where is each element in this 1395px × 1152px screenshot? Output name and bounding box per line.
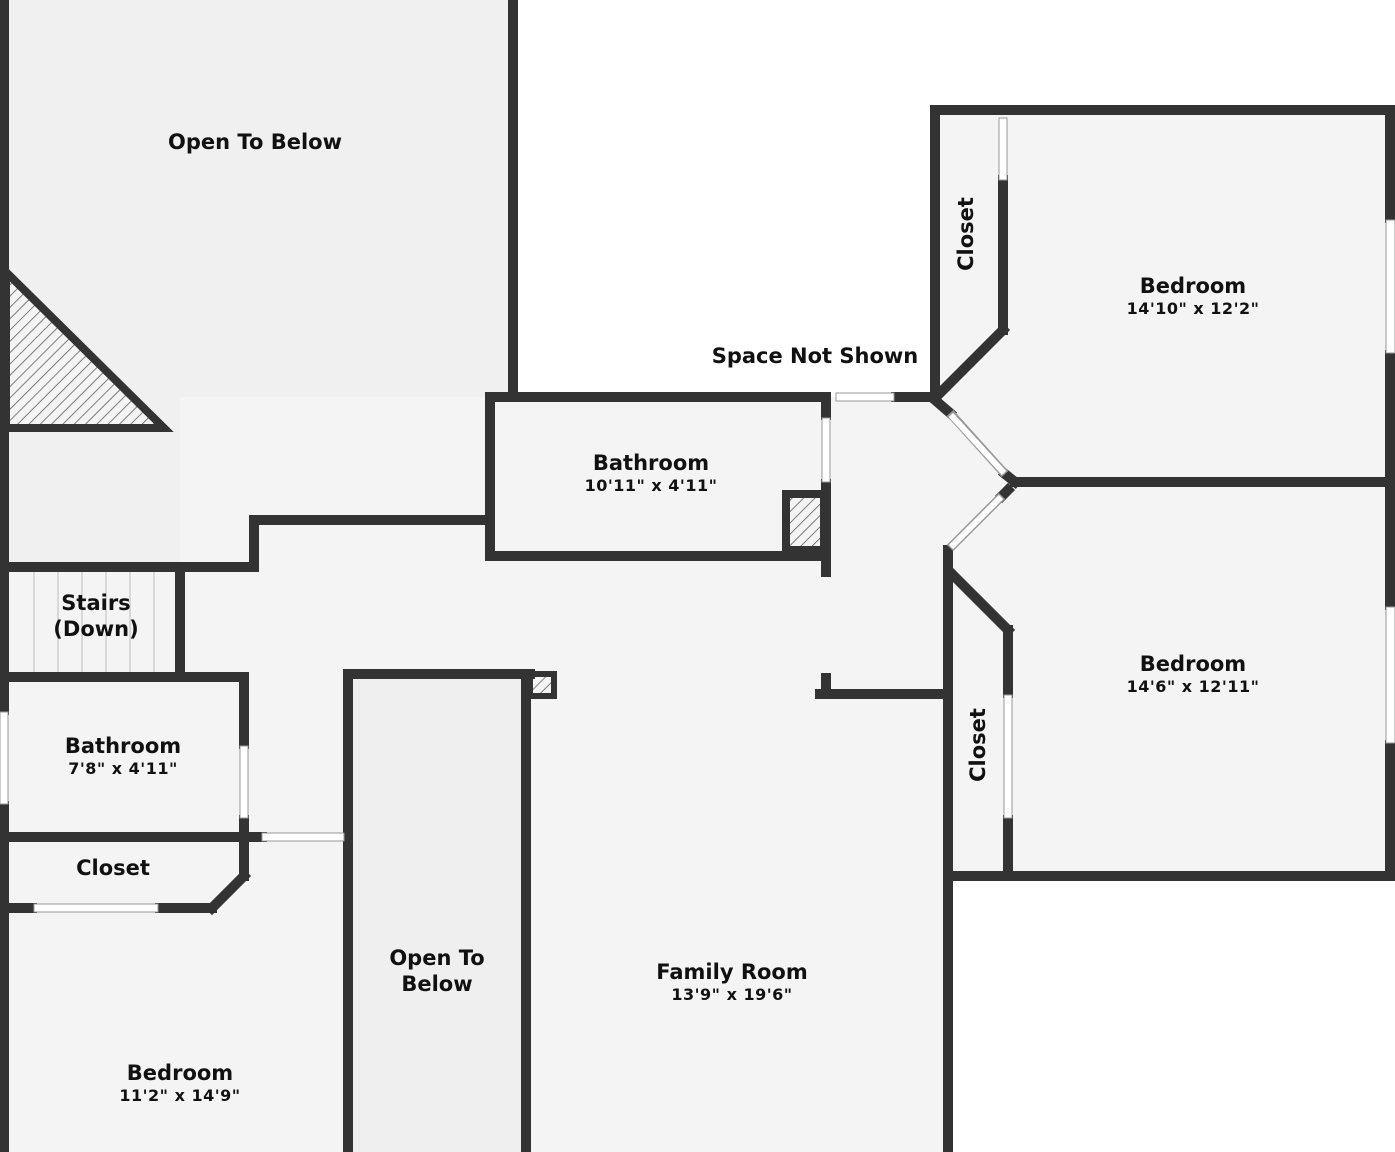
room-dimensions: 13'9" x 19'6" xyxy=(671,985,793,1005)
label-space-not-shown: Space Not Shown xyxy=(712,343,919,369)
room-name: Closet xyxy=(965,708,990,782)
room-name-line2: (Down) xyxy=(53,617,139,641)
door-closet-left xyxy=(33,903,159,913)
room-dimensions: 7'8" x 4'11" xyxy=(68,759,178,779)
family-room-floor xyxy=(526,520,948,1152)
window-bedroom-top-right xyxy=(1385,219,1395,354)
room-name: Closet xyxy=(953,197,978,271)
door-closet-mid-right xyxy=(1003,694,1013,819)
label-open-to-below-top: Open To Below xyxy=(168,129,342,155)
angled-doors-inner xyxy=(948,412,1007,550)
hatched-shaft-bathroom xyxy=(782,490,828,554)
stair-treads xyxy=(33,572,155,674)
label-bathroom-center: Bathroom 10'11" x 4'11" xyxy=(585,450,718,496)
bedroom-mid-right-floor xyxy=(948,482,1395,876)
room-name: Bedroom xyxy=(1139,273,1247,298)
label-bedroom-mid-right: Bedroom 14'6" x 12'11" xyxy=(1127,651,1260,697)
label-bedroom-top-right: Bedroom 14'10" x 12'2" xyxy=(1127,273,1260,319)
label-family-room: Family Room 13'9" x 19'6" xyxy=(656,959,807,1005)
door-bathroom-center xyxy=(821,417,831,483)
room-name: Closet xyxy=(76,855,150,880)
room-name: Family Room xyxy=(656,959,808,984)
open-to-below-bottom-floor xyxy=(348,674,526,1152)
room-dimensions: 14'10" x 12'2" xyxy=(1126,299,1260,319)
room-dimensions: 11'2" x 14'9" xyxy=(119,1086,241,1106)
label-closet-top-right: Closet xyxy=(953,197,979,271)
room-name-line1: Open To xyxy=(389,945,485,970)
label-closet-mid-right: Closet xyxy=(965,708,991,782)
stairs-floor xyxy=(4,570,180,675)
label-bedroom-bottom-left: Bedroom 11'2" x 14'9" xyxy=(119,1060,240,1106)
room-dimensions: 14'6" x 12'11" xyxy=(1126,677,1260,697)
label-closet-left: Closet xyxy=(76,855,150,881)
room-name: Open To Below xyxy=(168,129,342,154)
door-bathroom-left xyxy=(239,745,249,819)
label-bathroom-left: Bathroom 7'8" x 4'11" xyxy=(65,733,181,779)
room-name: Bathroom xyxy=(592,450,710,475)
room-dimensions: 10'11" x 4'11" xyxy=(584,476,718,496)
room-name: Bathroom xyxy=(64,733,182,758)
bathroom-left-floor xyxy=(4,677,244,837)
room-name: Space Not Shown xyxy=(711,343,919,368)
room-name-line2: Below xyxy=(401,972,473,996)
window-bedroom-mid-right xyxy=(1385,606,1395,744)
bedroom-bottom-left-floor xyxy=(4,837,350,1152)
door-space-not-shown xyxy=(835,392,895,402)
window-bathroom-left xyxy=(0,711,9,805)
label-stairs: Stairs (Down) xyxy=(53,590,138,643)
door-closet-top-right xyxy=(998,117,1008,181)
bedroom-top-right-floor xyxy=(935,110,1395,482)
openings xyxy=(0,117,1395,913)
door-hall-left xyxy=(261,832,345,842)
label-open-to-below-bottom: Open To Below xyxy=(389,945,484,998)
room-name: Bedroom xyxy=(126,1060,234,1085)
hallway-floor-lower xyxy=(244,520,348,840)
room-name-line1: Stairs xyxy=(61,590,131,615)
room-name: Bedroom xyxy=(1139,651,1247,676)
